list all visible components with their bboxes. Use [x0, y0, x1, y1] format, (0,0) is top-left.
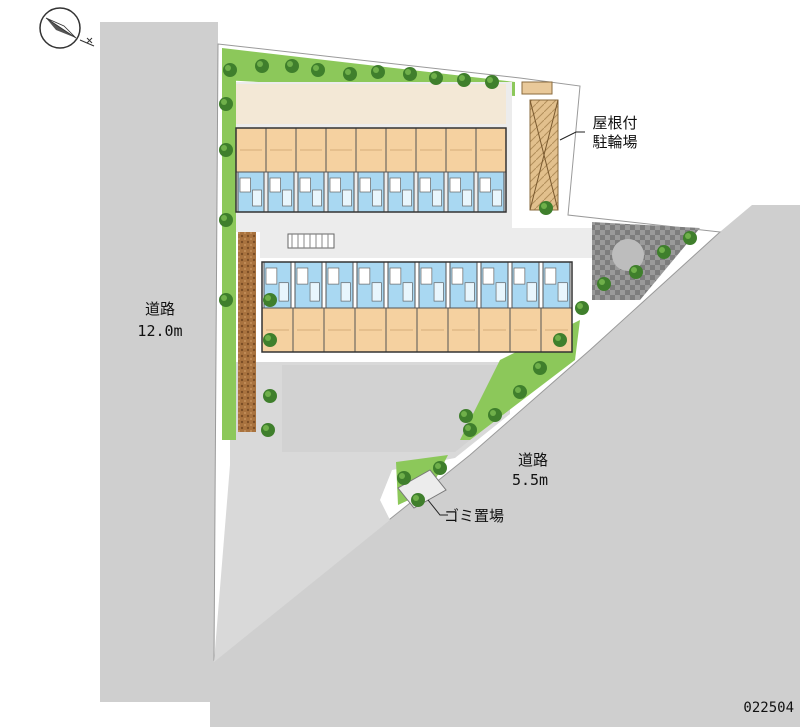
compass-icon	[39, 7, 95, 49]
bicycle-parking-label-line1: 屋根付	[592, 114, 638, 132]
apartment-unit	[355, 127, 387, 213]
building-a	[235, 127, 507, 213]
trees	[219, 59, 697, 507]
tree-icon	[683, 231, 697, 245]
side-road	[210, 205, 800, 727]
tree-icon	[411, 493, 425, 507]
parking-lot-inner	[282, 365, 508, 452]
apartment-unit	[292, 261, 325, 353]
tree-icon	[219, 143, 233, 157]
greenery-west	[222, 78, 236, 440]
tree-icon	[657, 245, 671, 259]
apartment-unit	[265, 127, 297, 213]
tree-icon	[285, 59, 299, 73]
apartment-unit	[354, 261, 387, 353]
side-road-name-label: 道路	[517, 451, 548, 469]
tree-icon	[457, 73, 471, 87]
tree-icon	[459, 409, 473, 423]
apartment-unit	[323, 261, 356, 353]
garbage-label: ゴミ置場	[444, 507, 505, 525]
tree-icon	[539, 201, 553, 215]
building-b	[261, 261, 573, 353]
stair-steps	[291, 234, 329, 248]
apartment-unit	[445, 127, 477, 213]
property-code: 022504	[743, 700, 794, 716]
apartment-unit	[478, 261, 511, 353]
tree-icon	[629, 265, 643, 279]
garbage-station	[397, 469, 447, 509]
apartment-unit	[447, 261, 480, 353]
tree-icon	[219, 293, 233, 307]
tree-icon	[575, 301, 589, 315]
apartment-unit	[415, 127, 447, 213]
apartment-unit	[416, 261, 449, 353]
tree-icon	[371, 65, 385, 79]
main-road-name-label: 道路	[144, 300, 175, 318]
apartment-unit	[295, 127, 327, 213]
tree-icon	[263, 333, 277, 347]
bicycle-shed-cross	[529, 99, 559, 211]
tree-icon	[485, 75, 499, 89]
apartment-unit	[385, 127, 417, 213]
bicycle-leader-line	[559, 131, 585, 141]
hedge-strip	[238, 232, 256, 432]
tree-icon	[263, 389, 277, 403]
apartment-unit	[325, 127, 357, 213]
main-road-width-label: 12.0m	[137, 322, 183, 340]
tree-icon	[219, 213, 233, 227]
tree-icon	[488, 408, 502, 422]
tree-icon	[597, 277, 611, 291]
tree-icon	[219, 97, 233, 111]
stairs	[287, 233, 335, 249]
top-lawn	[236, 84, 506, 124]
paved-area	[592, 222, 700, 300]
apartment-unit	[385, 261, 418, 353]
tree-icon	[223, 63, 237, 77]
tree-icon	[533, 361, 547, 375]
bicycle-shed-roof	[521, 81, 553, 95]
tree-icon	[513, 385, 527, 399]
tree-icon	[397, 471, 411, 485]
paved-circle	[612, 239, 644, 271]
tree-icon	[311, 63, 325, 77]
tree-icon	[403, 67, 417, 81]
tree-icon	[263, 293, 277, 307]
garbage-leader-line	[427, 499, 448, 516]
tree-icon	[463, 423, 477, 437]
tree-icon	[343, 67, 357, 81]
apartment-unit	[475, 127, 507, 213]
tree-icon	[553, 333, 567, 347]
side-road-width-label: 5.5m	[511, 471, 549, 489]
tree-icon	[255, 59, 269, 73]
apartment-unit	[235, 127, 267, 213]
tree-icon	[261, 423, 275, 437]
tree-icon	[429, 71, 443, 85]
apartment-unit	[509, 261, 542, 353]
bicycle-parking-label-line2: 駐輪場	[592, 133, 638, 151]
tree-icon	[433, 461, 447, 475]
